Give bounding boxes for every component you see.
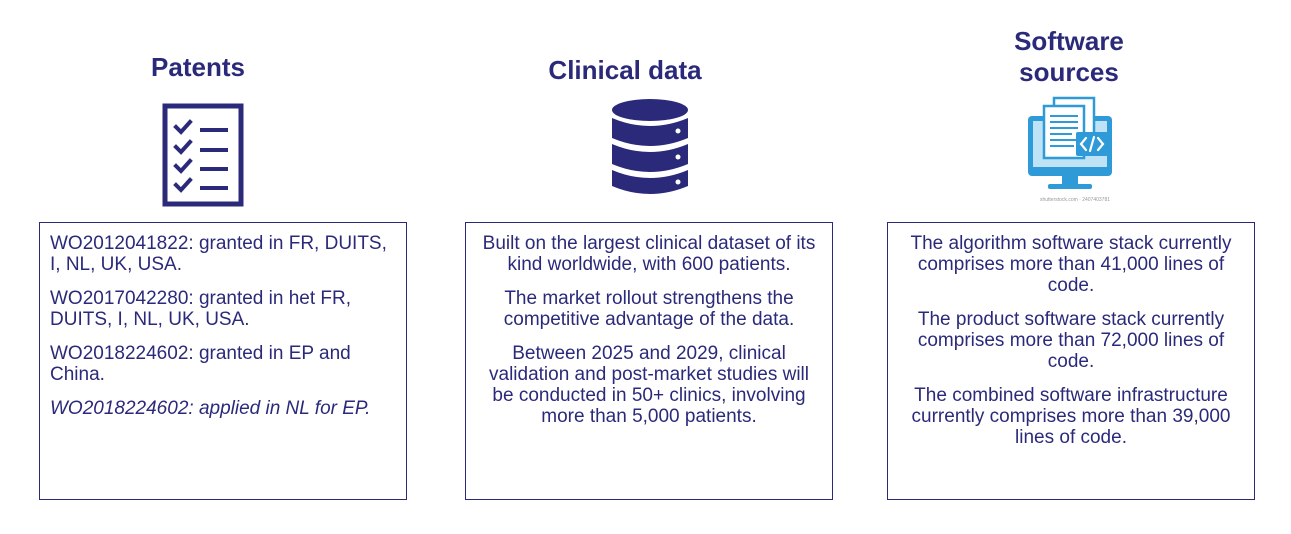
software-item-2: The product software stack currently com… [917, 309, 1225, 372]
software-title-line1: Software [1014, 26, 1124, 56]
clinical-title: Clinical data [548, 55, 702, 85]
database-icon [610, 98, 690, 203]
software-title-line2: sources [1019, 57, 1119, 87]
patents-title: Patents [151, 52, 245, 82]
clinical-item-3: Between 2025 and 2029, clinical validati… [489, 343, 809, 427]
patent-item-4: WO2018224602: applied in NL for EP. [50, 398, 371, 419]
computer-code-icon [1024, 94, 1116, 203]
stock-watermark: shutterstock.com · 2407403781 [1039, 197, 1111, 203]
clinical-item-2: The market rollout strengthens the compe… [503, 288, 795, 330]
checklist-icon [162, 103, 244, 212]
patent-item-1: WO2012041822: granted in FR, DUITS, I, N… [50, 233, 387, 275]
patents-box: WO2012041822: granted in FR, DUITS, I, N… [39, 222, 407, 500]
software-item-1: The algorithm software stack currently c… [910, 233, 1232, 296]
patent-item-3: WO2018224602: granted in EP and China. [50, 343, 351, 385]
clinical-box: Built on the largest clinical dataset of… [465, 222, 833, 500]
clinical-item-1: Built on the largest clinical dataset of… [482, 233, 816, 275]
software-item-3: The combined software infrastructure cur… [911, 385, 1231, 448]
patent-item-2: WO2017042280: granted in het FR, DUITS, … [50, 288, 352, 330]
software-box: The algorithm software stack currently c… [887, 222, 1255, 500]
